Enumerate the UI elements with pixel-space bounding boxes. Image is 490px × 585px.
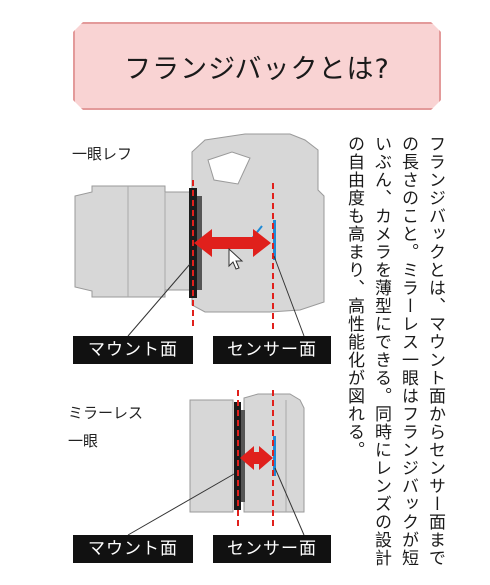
dslr-sensor	[273, 220, 276, 260]
dslr-sensor-tag: センサー面	[213, 336, 331, 364]
dslr-mount-tag: マウント面	[73, 336, 193, 364]
dslr-illustration	[74, 133, 325, 337]
mirrorless-illustration	[127, 390, 305, 536]
title-banner: フランジバックとは?	[73, 22, 441, 110]
mouse-cursor-icon	[228, 247, 244, 270]
description-text: フランジバックとは、マウント面からセンサー面までの長さのこと。ミラーレス一眼はフ…	[344, 135, 445, 567]
mirrorless-flange-arrow	[240, 446, 273, 470]
mirrorless-sensor	[273, 436, 276, 476]
dslr-label: 一眼レフ	[72, 145, 133, 163]
mirrorless-sensor-tag: センサー面	[213, 535, 331, 563]
dslr-lens	[74, 185, 191, 298]
dslr-flange-arrow	[194, 229, 271, 257]
mirrorless-lens	[189, 399, 234, 513]
title-text: フランジバックとは?	[124, 53, 390, 85]
mirrorless-label-line1: ミラーレス	[68, 404, 144, 422]
mirrorless-label-line2: 一眼	[68, 432, 99, 450]
dslr-viewfinder	[207, 151, 251, 185]
mirrorless-mount-tag: マウント面	[73, 535, 193, 563]
